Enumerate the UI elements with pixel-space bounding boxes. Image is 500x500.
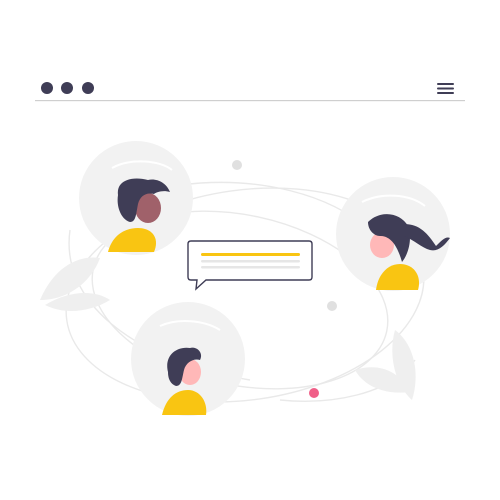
- avatar-person-bottom: [131, 302, 245, 416]
- bubble-line: [201, 260, 300, 263]
- avatar-person-right: [336, 177, 450, 291]
- decor-dot: [327, 301, 337, 311]
- window-dot: [82, 82, 94, 94]
- leaf-right: [355, 330, 416, 400]
- avatar-person-top-left: [79, 141, 193, 255]
- window-dot: [61, 82, 73, 94]
- chat-bubble-icon: [187, 240, 313, 291]
- decor-dot: [232, 160, 242, 170]
- window-dot: [41, 82, 53, 94]
- bubble-line: [201, 266, 300, 269]
- decor-dot: [309, 388, 319, 398]
- bubble-line-highlight: [201, 253, 300, 256]
- hamburger-menu-icon[interactable]: [437, 83, 454, 94]
- window-header: [35, 82, 465, 102]
- header-divider: [35, 100, 465, 102]
- leaf-left: [40, 257, 110, 312]
